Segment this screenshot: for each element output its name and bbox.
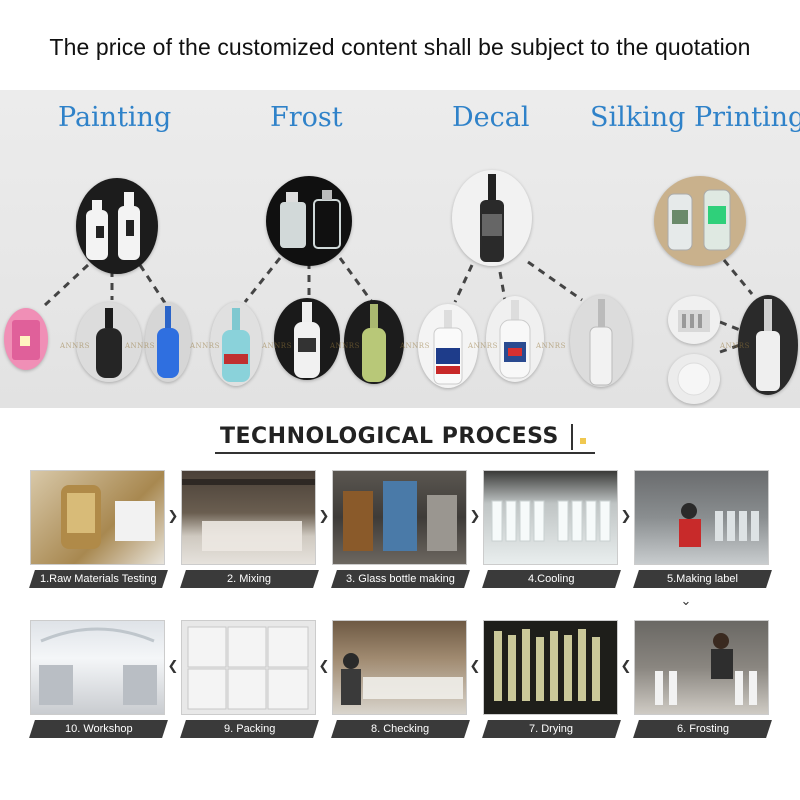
category-title-frost: Frost: [270, 102, 343, 133]
silk-main-bottles: [654, 176, 746, 266]
step-label: 2. Mixing: [180, 570, 319, 588]
chevron-left-icon: ❮: [469, 659, 481, 674]
step-label: 10. Workshop: [29, 720, 168, 738]
step-label: 3. Glass bottle making: [331, 570, 470, 588]
step-label: 4.Cooling: [482, 570, 621, 588]
step-making-label: 5.Making label: [633, 470, 772, 592]
chevron-right-icon: ❯: [620, 509, 632, 524]
frost-teal-bottle: [210, 302, 262, 386]
step-mixing: 2. Mixing: [180, 470, 319, 592]
step-glass-bottle-making: 3. Glass bottle making: [331, 470, 470, 592]
step-workshop: 10. Workshop: [29, 620, 168, 742]
process-section: TECHNOLOGICAL PROCESS 1.Raw Materials Te…: [0, 408, 800, 800]
frost-white-bottle: [274, 298, 340, 380]
decal-main-bottle: [452, 170, 532, 266]
decoration-section: Painting Frost Decal Silking Printing: [0, 90, 800, 408]
step-photo: [30, 620, 165, 715]
watermark: ANNRS: [60, 342, 90, 350]
step-photo: [483, 620, 618, 715]
watermark: ANNRS: [400, 342, 430, 350]
painting-black-bottle: [76, 302, 142, 382]
step-drying: 7. Drying: [482, 620, 621, 742]
watermark: ANNRS: [190, 342, 220, 350]
category-title-silking-printing: Silking Printing: [590, 102, 800, 133]
chevron-right-icon: ❯: [318, 509, 330, 524]
painting-pink-bottle: [4, 308, 48, 370]
step-photo: [634, 620, 769, 715]
watermark: ANNRS: [125, 342, 155, 350]
step-label: 8. Checking: [331, 720, 470, 738]
category-title-painting: Painting: [58, 102, 172, 133]
silk-tall-bottle: [738, 295, 798, 395]
watermark: ANNRS: [720, 342, 750, 350]
step-raw-materials-testing: 1.Raw Materials Testing: [29, 470, 168, 592]
step-cooling: 4.Cooling: [482, 470, 621, 592]
connector-lines: [43, 257, 754, 354]
page-title: The price of the customized content shal…: [49, 34, 751, 60]
decal-ship-bottle: [486, 296, 544, 382]
silk-pattern-print: [668, 354, 720, 404]
watermark: ANNRS: [468, 342, 498, 350]
step-photo: [332, 470, 467, 565]
watermark: ANNRS: [262, 342, 292, 350]
step-photo: [181, 620, 316, 715]
step-photo: [634, 470, 769, 565]
frost-main-bottles: [266, 176, 352, 266]
silk-building-print: [668, 296, 720, 344]
decal-whaler-bottle: [418, 304, 478, 388]
step-label: 6. Frosting: [633, 720, 772, 738]
painting-main-bottles: [76, 178, 158, 274]
header: The price of the customized content shal…: [0, 0, 800, 90]
step-label: 7. Drying: [482, 720, 621, 738]
chevron-left-icon: ❮: [318, 659, 330, 674]
section-title: TECHNOLOGICAL PROCESS: [220, 424, 559, 449]
frost-green-bottle: [344, 300, 404, 384]
step-label: 9. Packing: [180, 720, 319, 738]
painting-blue-bottle: [145, 302, 191, 382]
step-photo: [483, 470, 618, 565]
step-frosting: 6. Frosting: [633, 620, 772, 742]
step-label: 1.Raw Materials Testing: [29, 570, 168, 588]
step-checking: 8. Checking: [331, 620, 470, 742]
step-photo: [30, 470, 165, 565]
title-divider: [571, 424, 573, 450]
watermark: ANNRS: [536, 342, 566, 350]
step-photo: [181, 470, 316, 565]
watermark: ANNRS: [330, 342, 360, 350]
step-packing: 9. Packing: [180, 620, 319, 742]
chevron-down-icon: ⌄: [680, 594, 692, 609]
step-label: 5.Making label: [633, 570, 772, 588]
chevron-left-icon: ❮: [167, 659, 179, 674]
decal-tall-bottle: [570, 295, 632, 387]
title-accent-dot: [580, 438, 586, 444]
chevron-left-icon: ❮: [620, 659, 632, 674]
category-title-decal: Decal: [452, 102, 530, 133]
title-underline: [215, 452, 595, 454]
chevron-right-icon: ❯: [167, 509, 179, 524]
chevron-right-icon: ❯: [469, 509, 481, 524]
step-photo: [332, 620, 467, 715]
